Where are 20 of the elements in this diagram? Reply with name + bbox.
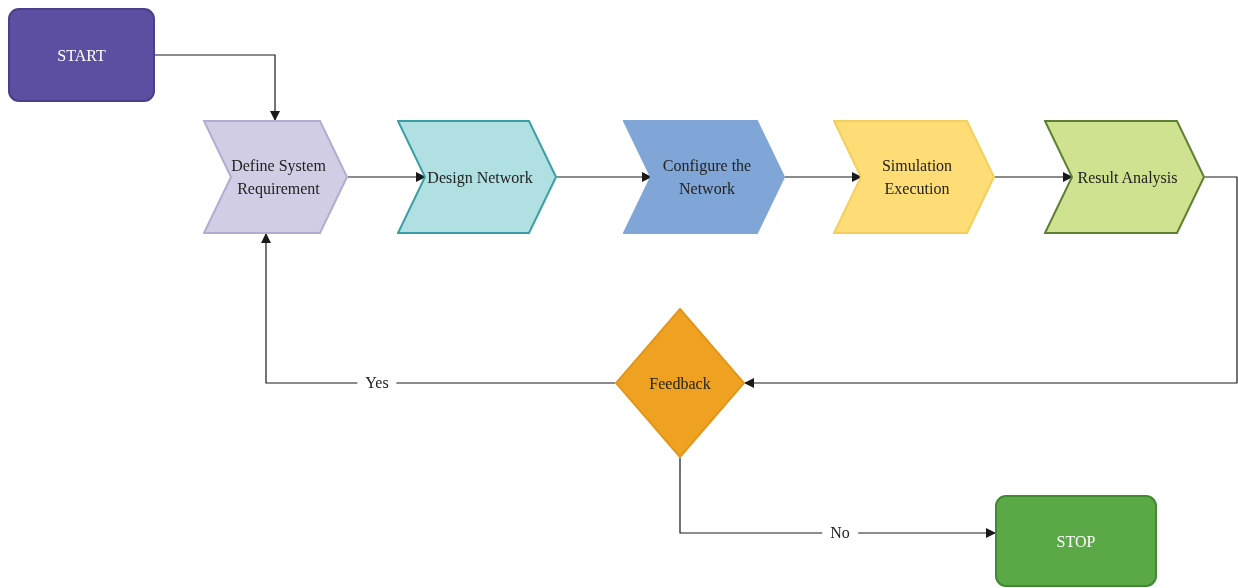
arrow xyxy=(154,54,280,121)
node-label: Design Network xyxy=(427,167,533,189)
node-label: START xyxy=(57,45,106,66)
node-label: STOP xyxy=(1056,531,1096,552)
chevron-step xyxy=(1044,120,1205,234)
chevron-step xyxy=(397,120,557,234)
node-label: Result Analysis xyxy=(1077,167,1178,189)
stop-box xyxy=(995,495,1157,587)
node-label: Simulation Execution xyxy=(880,156,954,199)
arrow xyxy=(744,176,1238,388)
arrow xyxy=(261,233,616,384)
chevron-step xyxy=(203,120,348,234)
decision-diamond xyxy=(615,308,745,458)
node-label: Feedback xyxy=(649,373,711,394)
node-label: Define System Requirement xyxy=(230,156,327,200)
arrow xyxy=(679,457,996,538)
chevron-step xyxy=(833,120,995,234)
node-label: Configure the Network xyxy=(661,156,753,199)
start-box xyxy=(8,8,155,102)
chevron-step xyxy=(623,120,785,234)
